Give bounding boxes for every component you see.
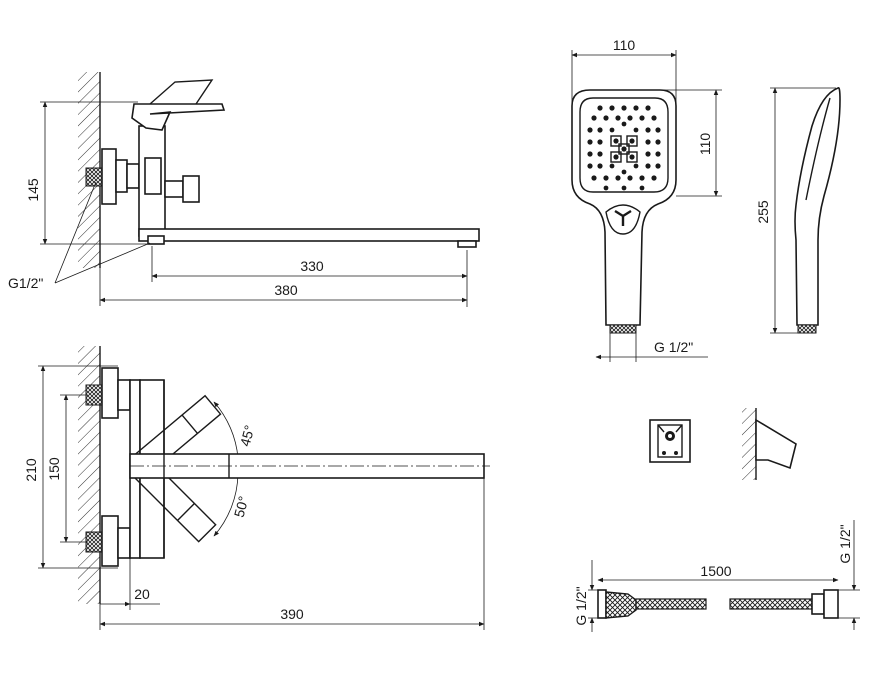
top-view: 45° 50° 210 150 20 xyxy=(23,346,490,630)
spout-top xyxy=(129,453,490,479)
dim-mount-height-label: 210 xyxy=(23,458,39,482)
dim-hose-length-label: 1500 xyxy=(700,563,731,579)
eccentric-connector xyxy=(85,148,128,205)
dim-handshower-length: 255 xyxy=(755,87,836,334)
dim-handshower-head-height: 110 xyxy=(662,89,722,197)
dim-hose-thread-right: G 1/2" xyxy=(837,520,860,630)
shower-hose: 1500 G 1/2" G 1/2" xyxy=(573,520,860,632)
dim-side-height-label: 145 xyxy=(25,178,41,202)
dim-wall-offset-label: 20 xyxy=(134,586,150,602)
eccentric-lower xyxy=(85,515,131,567)
dim-overall-length-side: 380 xyxy=(99,268,468,306)
dim-handshower-thread-label: G 1/2" xyxy=(654,339,693,355)
dim-hose-length: 1500 xyxy=(597,563,839,583)
dim-overall-length-side-label: 380 xyxy=(274,282,298,298)
dim-handshower-head-height-label: 110 xyxy=(697,133,713,156)
dim-handshower-thread: G 1/2" xyxy=(595,333,708,362)
dim-handshower-width: 110 xyxy=(571,37,677,104)
dim-spout-reach-label: 330 xyxy=(300,258,324,274)
thread-leader-side: G1/2" xyxy=(8,181,151,291)
shower-center-jets xyxy=(610,135,638,163)
angle-lower-label: 50° xyxy=(231,494,252,519)
dim-hose-thread-left: G 1/2" xyxy=(573,560,606,632)
angle-upper-label: 45° xyxy=(237,423,258,448)
side-view: 145 G1/2" 330 380 xyxy=(8,72,480,307)
dim-wall-offset: 20 xyxy=(100,558,160,610)
dim-hose-thread-right-label: G 1/2" xyxy=(837,524,853,563)
dim-mount-spacing-label: 150 xyxy=(46,457,62,481)
dim-hose-thread-left-label: G 1/2" xyxy=(573,586,589,625)
dim-handshower-length-label: 255 xyxy=(755,200,771,224)
thread-label-side: G1/2" xyxy=(8,275,43,291)
dim-side-height: 145 xyxy=(25,101,148,245)
shower-holder-front xyxy=(649,419,691,463)
dim-handshower-width-label: 110 xyxy=(613,37,636,53)
dim-overall-length-top-label: 390 xyxy=(280,606,304,622)
dim-overall-length-top: 390 xyxy=(99,478,485,630)
dim-mount-height: 210 xyxy=(23,365,118,569)
dim-spout-reach: 330 xyxy=(151,246,468,307)
hand-shower-front: 110 110 G 1/2" xyxy=(571,37,722,362)
shower-button-icon xyxy=(614,209,632,226)
mixer-body-side xyxy=(126,79,480,248)
shower-nozzles xyxy=(587,105,661,191)
shower-holder-side xyxy=(742,408,797,480)
hand-shower-side: 255 xyxy=(755,86,841,334)
dim-mount-spacing: 150 xyxy=(46,394,88,543)
